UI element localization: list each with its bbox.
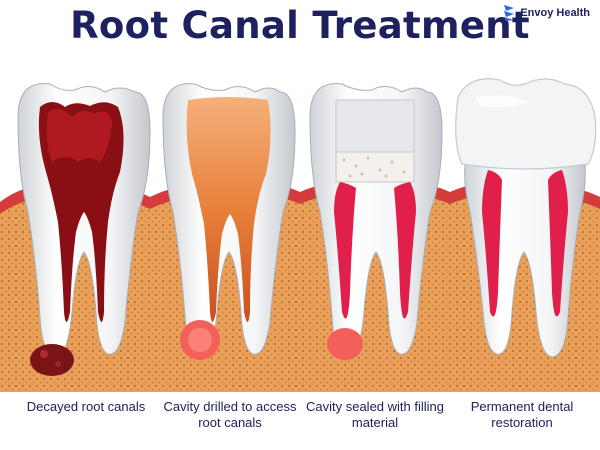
step-caption-drilled: Cavity drilled to access root canals	[163, 399, 297, 430]
step-caption-crowned: Permanent dental restoration	[470, 399, 574, 430]
brand-logo: Envoy Health	[502, 4, 590, 22]
step-caption-decayed: Decayed root canals	[26, 399, 146, 414]
brand-name: Envoy Health	[520, 7, 590, 19]
envoy-health-logo-icon	[504, 5, 515, 21]
tooth-filled	[309, 83, 443, 360]
gum-tissue	[0, 183, 600, 392]
root-canal-illustration	[0, 78, 600, 392]
step-caption-filled: Cavity sealed with filling material	[305, 399, 444, 430]
tooth-drilled	[162, 83, 296, 360]
page-title: Root Canal Treatment	[70, 4, 530, 47]
tooth-crowned	[455, 78, 597, 358]
tooth-decayed	[17, 83, 151, 376]
